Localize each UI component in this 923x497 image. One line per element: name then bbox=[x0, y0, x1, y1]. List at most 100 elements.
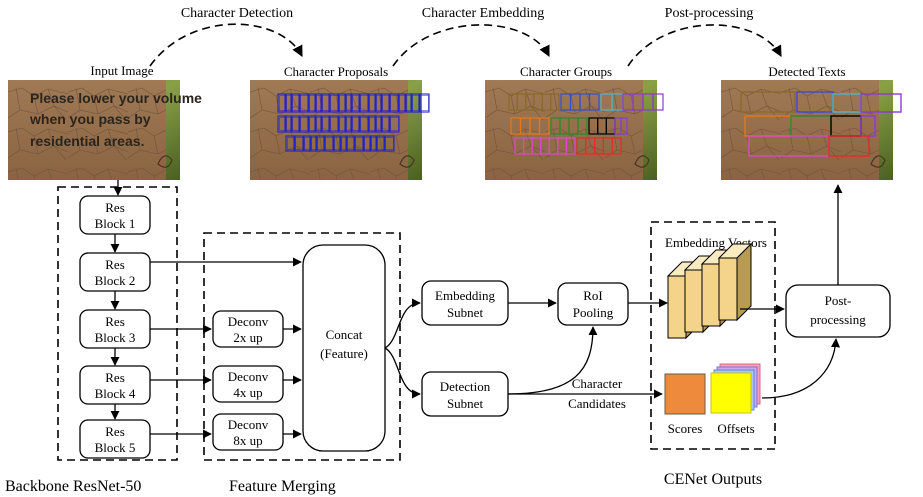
feature-merging-container bbox=[203, 232, 401, 461]
proposal-box bbox=[350, 115, 361, 133]
deconv-label-line2: 4x up bbox=[233, 385, 262, 400]
sign-line-2: when you pass by bbox=[29, 111, 151, 127]
proposal-box bbox=[367, 115, 377, 133]
deconv-label-line2: 8x up bbox=[233, 433, 262, 448]
proposal-box bbox=[307, 115, 317, 133]
deconv-label-line1: Deconv bbox=[228, 417, 269, 432]
proposal-box bbox=[380, 93, 391, 113]
proposal-box bbox=[369, 135, 378, 152]
detected-word-boxes bbox=[740, 91, 902, 157]
feature-merging-caption: Feature Merging bbox=[229, 478, 336, 495]
group-char-box bbox=[611, 137, 622, 155]
deconv-label-line1: Deconv bbox=[228, 314, 269, 329]
roi-pooling-box bbox=[557, 282, 629, 326]
proposal-box bbox=[307, 93, 317, 113]
res-block-label-line2: Block 4 bbox=[95, 386, 136, 401]
proposal-box bbox=[284, 115, 293, 133]
stage-arc-embedding bbox=[392, 24, 550, 67]
proposal-box bbox=[328, 115, 340, 133]
roi-pooling-label-line2: Pooling bbox=[573, 305, 614, 320]
proposal-box bbox=[337, 93, 347, 113]
detection-subnet-label-line2: Subnet bbox=[447, 396, 484, 411]
embedding-vectors-label: Embedding Vectors bbox=[665, 235, 767, 250]
proposal-box bbox=[298, 115, 310, 133]
res-block-label-line2: Block 1 bbox=[95, 216, 136, 231]
arrow-offsets-to-postprocessing bbox=[761, 338, 841, 399]
group-char-box bbox=[538, 117, 550, 135]
proposal-box bbox=[344, 93, 353, 113]
character-candidates-label-line1: Character bbox=[572, 376, 623, 391]
proposal-box bbox=[277, 93, 287, 113]
stage-label-detection: Character Detection bbox=[181, 6, 293, 21]
res-block-label-line1: Res bbox=[105, 314, 125, 329]
input-image-title: Input Image bbox=[90, 63, 153, 78]
embedding-subnet-label-line1: Embedding bbox=[435, 288, 495, 303]
proposal-box bbox=[418, 93, 430, 113]
res-block-label-line1: Res bbox=[105, 257, 125, 272]
proposal-boxes bbox=[277, 93, 430, 152]
group-char-box bbox=[652, 93, 664, 111]
proposal-box bbox=[337, 115, 347, 133]
proposal-box bbox=[380, 115, 391, 133]
post-processing-label-line1: Post- bbox=[825, 293, 852, 308]
embedding-vector-slab bbox=[717, 242, 753, 322]
stage-arc-postprocessing bbox=[627, 24, 782, 67]
proposal-box bbox=[358, 93, 370, 113]
arrow-concat-to-detection-subnet bbox=[384, 347, 421, 399]
stage-arc-detection bbox=[149, 23, 303, 67]
detected-texts-image bbox=[720, 79, 902, 181]
proposal-box bbox=[309, 135, 318, 152]
proposal-box bbox=[290, 93, 301, 113]
proposal-box bbox=[374, 115, 383, 133]
proposal-box bbox=[350, 93, 361, 113]
proposal-box bbox=[339, 135, 348, 152]
proposal-box bbox=[298, 93, 310, 113]
character-candidates-label-line2: Candidates bbox=[568, 396, 626, 411]
group-boxes bbox=[508, 93, 664, 155]
concat-label-line2: (Feature) bbox=[320, 346, 368, 361]
res-block-label-line2: Block 2 bbox=[95, 273, 136, 288]
proposal-box bbox=[344, 115, 353, 133]
proposal-box bbox=[410, 93, 421, 113]
offsets-label: Offsets bbox=[717, 421, 754, 436]
proposal-box bbox=[284, 93, 293, 113]
proposal-box bbox=[320, 115, 331, 133]
res-block-label-line1: Res bbox=[105, 200, 125, 215]
proposal-box bbox=[293, 135, 305, 152]
proposal-box bbox=[314, 93, 323, 113]
character-proposals-title: Character Proposals bbox=[284, 64, 388, 79]
concat-label-line1: Concat bbox=[326, 327, 363, 342]
group-char-box bbox=[550, 93, 560, 111]
stage-label-embedding: Character Embedding bbox=[422, 6, 544, 21]
group-char-box bbox=[588, 93, 600, 111]
proposal-box bbox=[320, 93, 331, 113]
arrow-concat-to-embedding-subnet bbox=[384, 298, 421, 349]
proposal-box bbox=[290, 115, 301, 133]
backbone-caption: Backbone ResNet-50 bbox=[5, 478, 141, 495]
character-proposals-image bbox=[249, 79, 430, 181]
detected-texts-title: Detected Texts bbox=[768, 64, 845, 79]
proposal-box bbox=[367, 93, 377, 113]
proposal-box bbox=[332, 135, 342, 152]
detected-word-box bbox=[828, 135, 870, 157]
detected-word-box bbox=[740, 91, 796, 113]
proposal-box bbox=[375, 135, 386, 152]
proposal-box bbox=[404, 93, 413, 113]
proposal-box bbox=[315, 135, 326, 152]
res-block-label-line1: Res bbox=[105, 370, 125, 385]
roi-pooling-label-line1: RoI bbox=[583, 288, 603, 303]
group-char-box bbox=[565, 137, 576, 155]
proposal-box bbox=[388, 93, 400, 113]
detected-word-box bbox=[860, 93, 902, 113]
proposal-box bbox=[328, 93, 340, 113]
proposal-box bbox=[302, 135, 312, 152]
offsets-maps bbox=[710, 363, 761, 414]
cenet-outputs-container bbox=[650, 221, 776, 450]
group-char-box bbox=[577, 117, 588, 135]
